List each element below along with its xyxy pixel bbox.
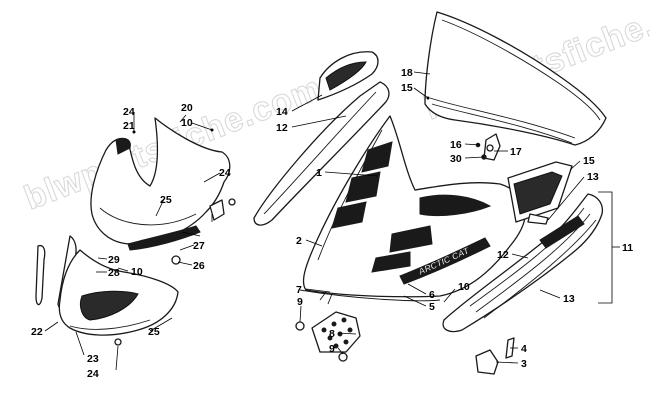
callout-6: 6 [429, 289, 435, 301]
callout-10-top: 10 [181, 117, 193, 129]
callout-15-right: 15 [583, 155, 595, 167]
callout-12-right: 12 [497, 249, 509, 261]
callout-5: 5 [429, 301, 435, 313]
callout-8: 8 [329, 328, 335, 340]
callout-24-mid: 24 [219, 167, 231, 179]
hood-bracket [295, 291, 361, 362]
callout-2: 2 [296, 235, 302, 247]
callout-9-top: 9 [297, 296, 303, 308]
callout-labels: 18 15 16 30 17 14 12 1 2 6 5 10 15 13 11… [31, 67, 633, 380]
hardware-right [475, 337, 515, 375]
callout-10-mid: 10 [458, 281, 470, 293]
callout-25-bottom: 25 [148, 326, 160, 338]
callout-13: 13 [563, 293, 575, 305]
callout-27: 27 [193, 240, 205, 252]
callout-3: 3 [521, 358, 527, 370]
callout-29: 29 [108, 254, 120, 266]
hood-side-rail-left [253, 51, 390, 226]
callout-1: 1 [316, 167, 322, 179]
leader-lines [44, 71, 620, 371]
callout-12-top: 12 [276, 122, 288, 134]
windshield-bracket [475, 133, 501, 161]
callout-21: 21 [123, 120, 135, 132]
callout-24-bottom: 24 [87, 368, 99, 380]
callout-9-bottom: 9 [329, 343, 335, 355]
callout-17: 16 [450, 139, 462, 151]
left-upper-fairing [90, 117, 236, 265]
callout-10-left: 10 [131, 266, 143, 278]
side-panel-right [442, 161, 604, 333]
callout-28: 28 [108, 267, 120, 279]
callout-16: 15 [401, 82, 413, 94]
callout-23: 23 [87, 353, 99, 365]
callout-18: 17 [510, 146, 522, 158]
callout-4: 4 [521, 343, 527, 355]
callout-7: 7 [296, 284, 302, 296]
left-lower-fairing [35, 235, 179, 346]
callout-22: 22 [31, 326, 43, 338]
callout-11: 11 [622, 242, 633, 254]
callout-14: 13 [587, 171, 599, 183]
callout-20: 20 [181, 102, 193, 114]
callout-25-top: 25 [160, 194, 172, 206]
callout-30: 30 [450, 153, 462, 165]
callout-24-top: 24 [123, 106, 135, 118]
callout-19: 18 [401, 67, 413, 79]
hood-panel: ARCTIC CAT [299, 115, 526, 302]
callout-26: 26 [193, 260, 205, 272]
callout-15-top: 14 [276, 106, 288, 118]
windshield [424, 11, 607, 146]
